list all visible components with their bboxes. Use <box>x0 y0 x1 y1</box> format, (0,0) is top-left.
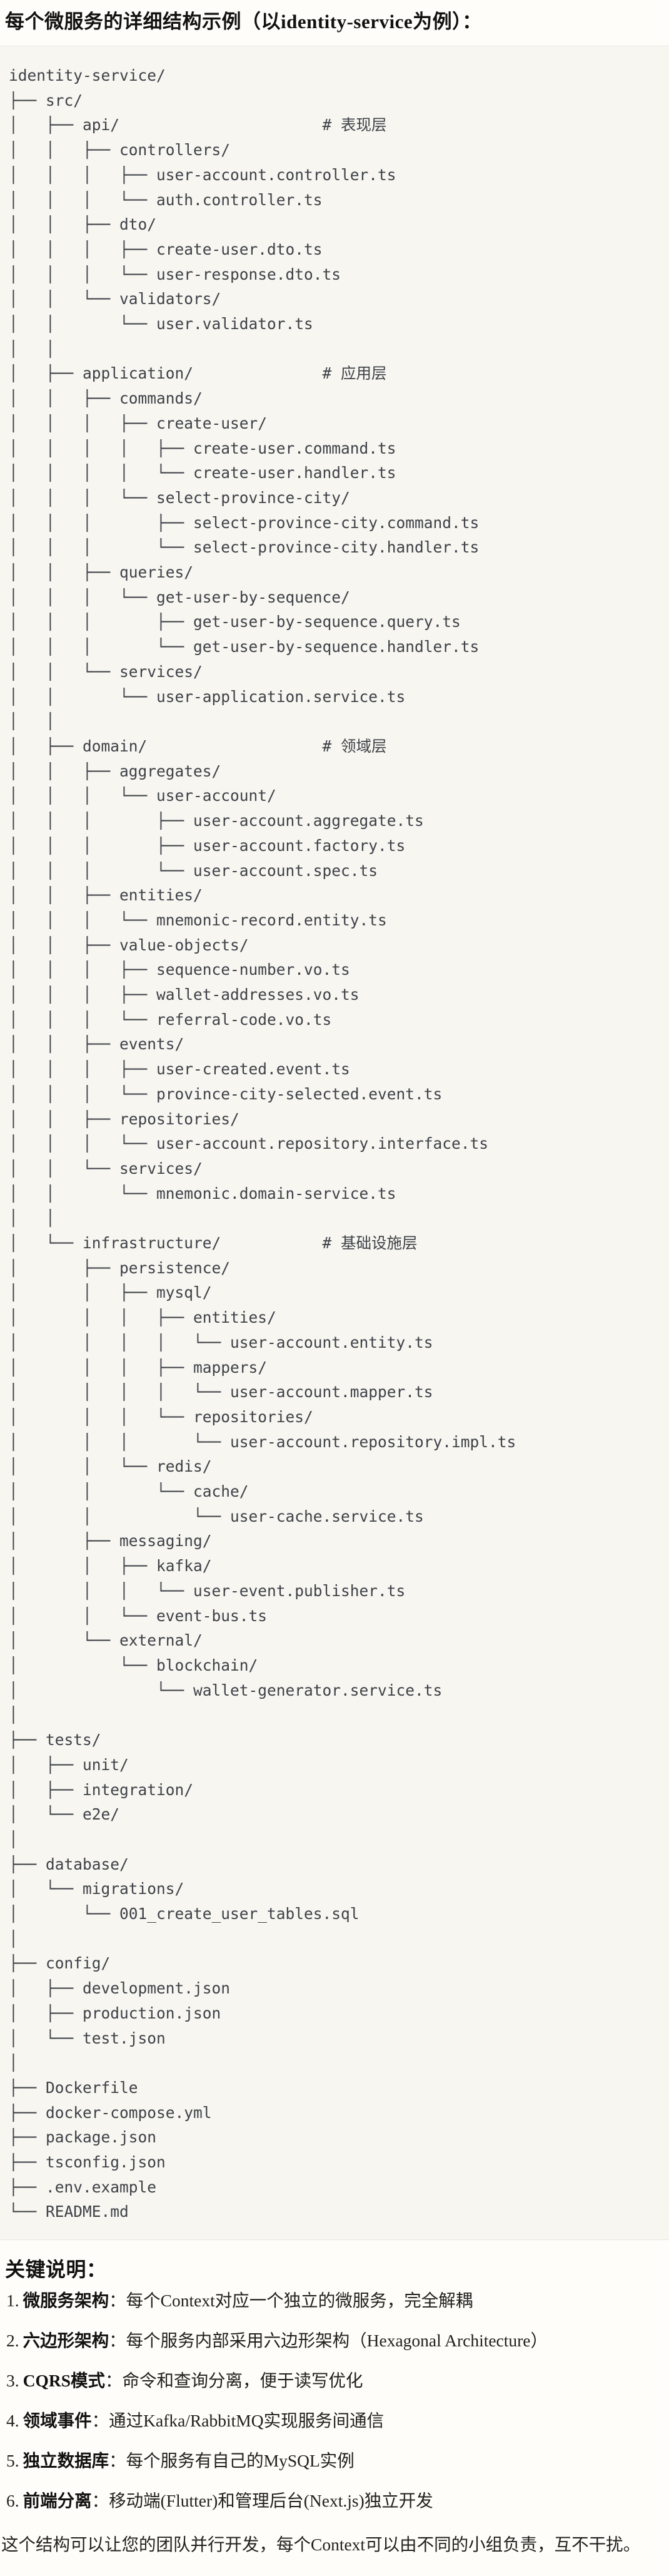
note-number: 5. <box>6 2451 19 2471</box>
note-text: ：移动端(Flutter)和管理后台(Next.js)独立开发 <box>91 2491 433 2511</box>
note-text: ：通过Kafka/RabbitMQ实现服务间通信 <box>91 2411 385 2431</box>
note-label: 独立数据库 <box>23 2451 109 2471</box>
note-label: CQRS模式 <box>23 2371 106 2391</box>
note-item: 1.微服务架构：每个Context对应一个独立的微服务，完全解耦 <box>6 2289 664 2312</box>
note-text: ：每个Context对应一个独立的微服务，完全解耦 <box>109 2291 473 2311</box>
note-number: 4. <box>6 2411 19 2431</box>
note-text: ：每个服务内部采用六边形架构（Hexagonal Architecture） <box>109 2331 548 2351</box>
note-label: 六边形架构 <box>23 2331 109 2351</box>
note-label: 领域事件 <box>23 2411 92 2431</box>
page-title: 每个微服务的详细结构示例（以identity-service为例）： <box>5 11 482 33</box>
closing-paragraph: 这个结构可以让您的团队并行开发，每个Context可以由不同的小组负责，互不干扰… <box>1 2535 641 2555</box>
note-number: 3. <box>6 2371 19 2391</box>
note-number: 6. <box>6 2491 19 2511</box>
note-item: 3.CQRS模式：命令和查询分离，便于读写优化 <box>6 2369 664 2392</box>
key-notes-section: 关键说明： 1.微服务架构：每个Context对应一个独立的微服务，完全解耦 2… <box>0 2240 669 2567</box>
notes-list: 1.微服务架构：每个Context对应一个独立的微服务，完全解耦 2.六边形架构… <box>1 2286 664 2512</box>
note-item: 6.前端分离：移动端(Flutter)和管理后台(Next.js)独立开发 <box>6 2489 664 2512</box>
note-number: 2. <box>6 2331 19 2351</box>
note-text: ：命令和查询分离，便于读写优化 <box>105 2371 363 2391</box>
code-block: identity-service/ ├── src/ │ ├── api/ # … <box>0 46 669 2241</box>
note-item: 2.六边形架构：每个服务内部采用六边形架构（Hexagonal Architec… <box>6 2329 664 2352</box>
note-text: ：每个服务有自己的MySQL实例 <box>109 2451 355 2471</box>
note-item: 4.领域事件：通过Kafka/RabbitMQ实现服务间通信 <box>6 2409 664 2432</box>
note-number: 1. <box>6 2291 19 2311</box>
directory-tree: identity-service/ ├── src/ │ ├── api/ # … <box>9 66 516 2221</box>
note-label: 微服务架构 <box>23 2291 109 2311</box>
notes-heading: 关键说明： <box>5 2258 107 2281</box>
note-item: 5.独立数据库：每个服务有自己的MySQL实例 <box>6 2449 664 2472</box>
note-label: 前端分离 <box>23 2491 92 2511</box>
